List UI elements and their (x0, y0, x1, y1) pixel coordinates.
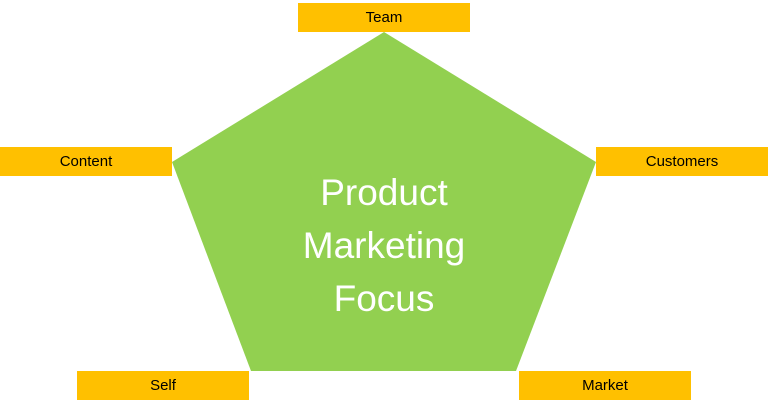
pentagon-shape (172, 32, 596, 371)
label-market: Market (519, 371, 691, 400)
center-line-focus: Focus (333, 278, 435, 319)
label-self: Self (77, 371, 249, 400)
label-content: Content (0, 147, 172, 176)
center-line-product: Product (320, 172, 448, 213)
center-line-marketing: Marketing (302, 225, 466, 266)
label-customers: Customers (596, 147, 768, 176)
center-title: Product Marketing Focus (234, 166, 534, 325)
label-team: Team (298, 3, 470, 32)
